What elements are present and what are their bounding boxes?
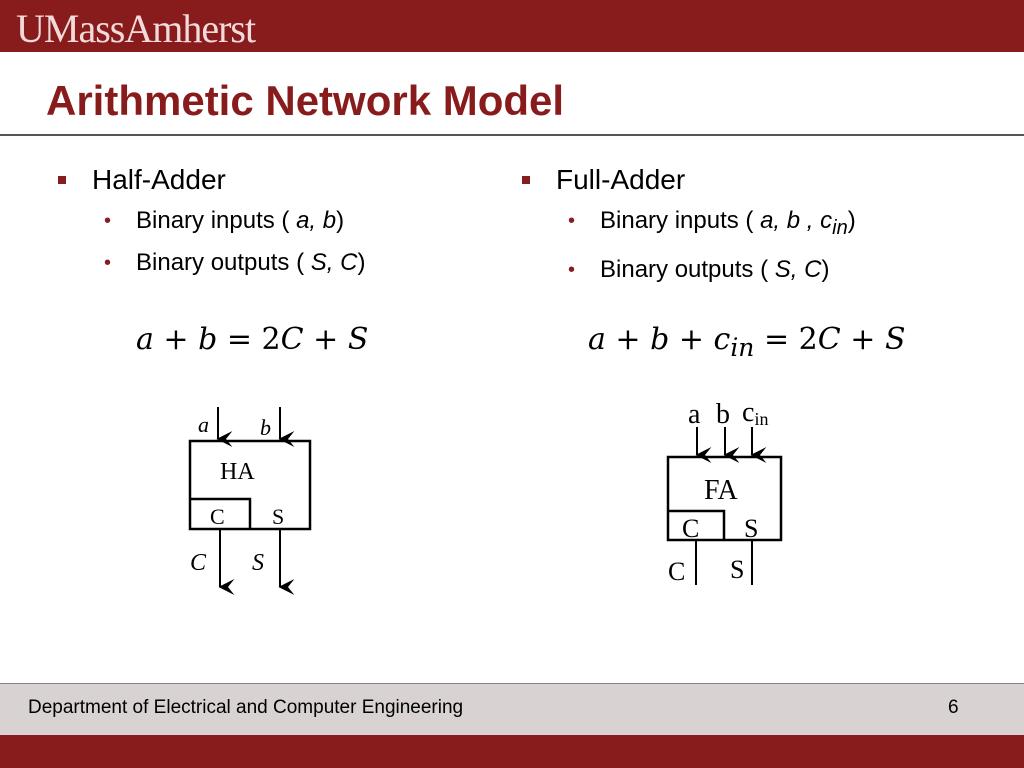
equation-lhs-sub: in <box>730 333 755 362</box>
equation-c: C <box>280 322 304 357</box>
equation-coeff: 2 <box>798 322 818 357</box>
bottom-bar <box>0 735 1024 768</box>
full-adder-outputs-prefix: Binary outputs ( <box>600 255 775 283</box>
ha-output-s-label: S <box>252 550 264 576</box>
half-adder-heading: Half-Adder <box>56 160 365 200</box>
half-adder-outputs-suffix: ) <box>357 249 366 276</box>
ha-port-c: C <box>210 504 225 529</box>
ha-input-a-label: a <box>198 412 209 437</box>
square-bullet-icon <box>58 176 66 184</box>
full-adder-diagram: a b cin FA C S C S <box>666 397 783 586</box>
full-adder-outputs-suffix: ) <box>821 255 830 283</box>
fa-input-a-label: a <box>688 399 701 430</box>
footer-bar <box>0 683 1024 736</box>
ha-port-s: S <box>272 504 284 529</box>
slide-title: Arithmetic Network Model <box>46 77 565 124</box>
full-adder-inputs-suffix: ) <box>847 207 856 234</box>
half-adder-inputs-item: • Binary inputs ( a, b) <box>56 200 365 242</box>
fa-input-c-sub: in <box>754 409 768 429</box>
ha-output-c-label: C <box>190 550 207 576</box>
full-adder-equation: a + b + cin = 2C + S <box>588 322 906 362</box>
full-adder-inputs-sub: in <box>832 216 848 239</box>
ha-port-divider <box>190 497 252 529</box>
ha-block-label: HA <box>220 459 255 485</box>
full-adder-heading-text: Full-Adder <box>556 164 686 195</box>
fa-port-s: S <box>744 514 758 543</box>
dot-bullet-icon: • <box>104 252 112 274</box>
footer-department: Department of Electrical and Computer En… <box>28 697 464 718</box>
half-adder-outputs-item: • Binary outputs ( S, C) <box>56 242 365 284</box>
full-adder-outputs-vars: S, C <box>774 255 822 283</box>
dot-bullet-icon: • <box>568 258 576 281</box>
full-adder-heading: Full-Adder <box>520 160 856 200</box>
square-bullet-icon <box>522 176 530 184</box>
half-adder-column: Half-Adder • Binary inputs ( a, b) • Bin… <box>56 160 365 284</box>
full-adder-outputs-item: • Binary outputs ( S, C) <box>520 249 856 291</box>
half-adder-inputs-prefix: Binary inputs ( <box>136 207 297 234</box>
fa-port-divider <box>668 509 726 540</box>
equation-lhs: a + b + c <box>588 322 731 357</box>
header-bar: UMassAmherst <box>0 0 1024 52</box>
half-adder-outputs-prefix: Binary outputs ( <box>136 249 311 276</box>
half-adder-outputs-vars: S, C <box>310 249 358 276</box>
fa-port-c: C <box>682 514 699 543</box>
equation-coeff: 2 <box>261 322 281 357</box>
half-adder-heading-text: Half-Adder <box>92 164 226 195</box>
fa-output-c-label: C <box>668 557 685 586</box>
ha-input-b-label: b <box>260 415 271 440</box>
full-adder-inputs-prefix: Binary inputs ( <box>600 207 761 234</box>
fa-input-c-main: c <box>742 397 754 428</box>
equation-plus: + <box>850 322 876 357</box>
half-adder-inputs-vars: a, b <box>296 207 337 234</box>
equation-c: C <box>817 322 841 357</box>
equation-lhs: a + b <box>136 322 218 357</box>
half-adder-inputs-suffix: ) <box>336 207 345 234</box>
fa-block-label: FA <box>704 475 738 506</box>
equation-s: S <box>347 322 369 357</box>
fa-input-c-label: cin <box>742 397 768 429</box>
page-number: 6 <box>948 697 959 718</box>
equation-plus: + <box>313 322 339 357</box>
dot-bullet-icon: • <box>568 210 576 232</box>
fa-input-b-label: b <box>716 399 730 430</box>
half-adder-diagram: a b HA C S C S <box>188 407 312 595</box>
full-adder-column: Full-Adder • Binary inputs ( a, b , cin)… <box>520 160 856 291</box>
title-divider <box>0 134 1024 136</box>
fa-output-s-label: S <box>730 555 744 584</box>
full-adder-inputs-vars: a, b , c <box>760 207 833 234</box>
equation-s: S <box>884 322 906 357</box>
full-adder-inputs-item: • Binary inputs ( a, b , cin) <box>520 200 856 249</box>
half-adder-equation: a + b = 2C + S <box>136 322 369 357</box>
university-logo: UMassAmherst <box>16 6 256 51</box>
dot-bullet-icon: • <box>104 210 112 232</box>
